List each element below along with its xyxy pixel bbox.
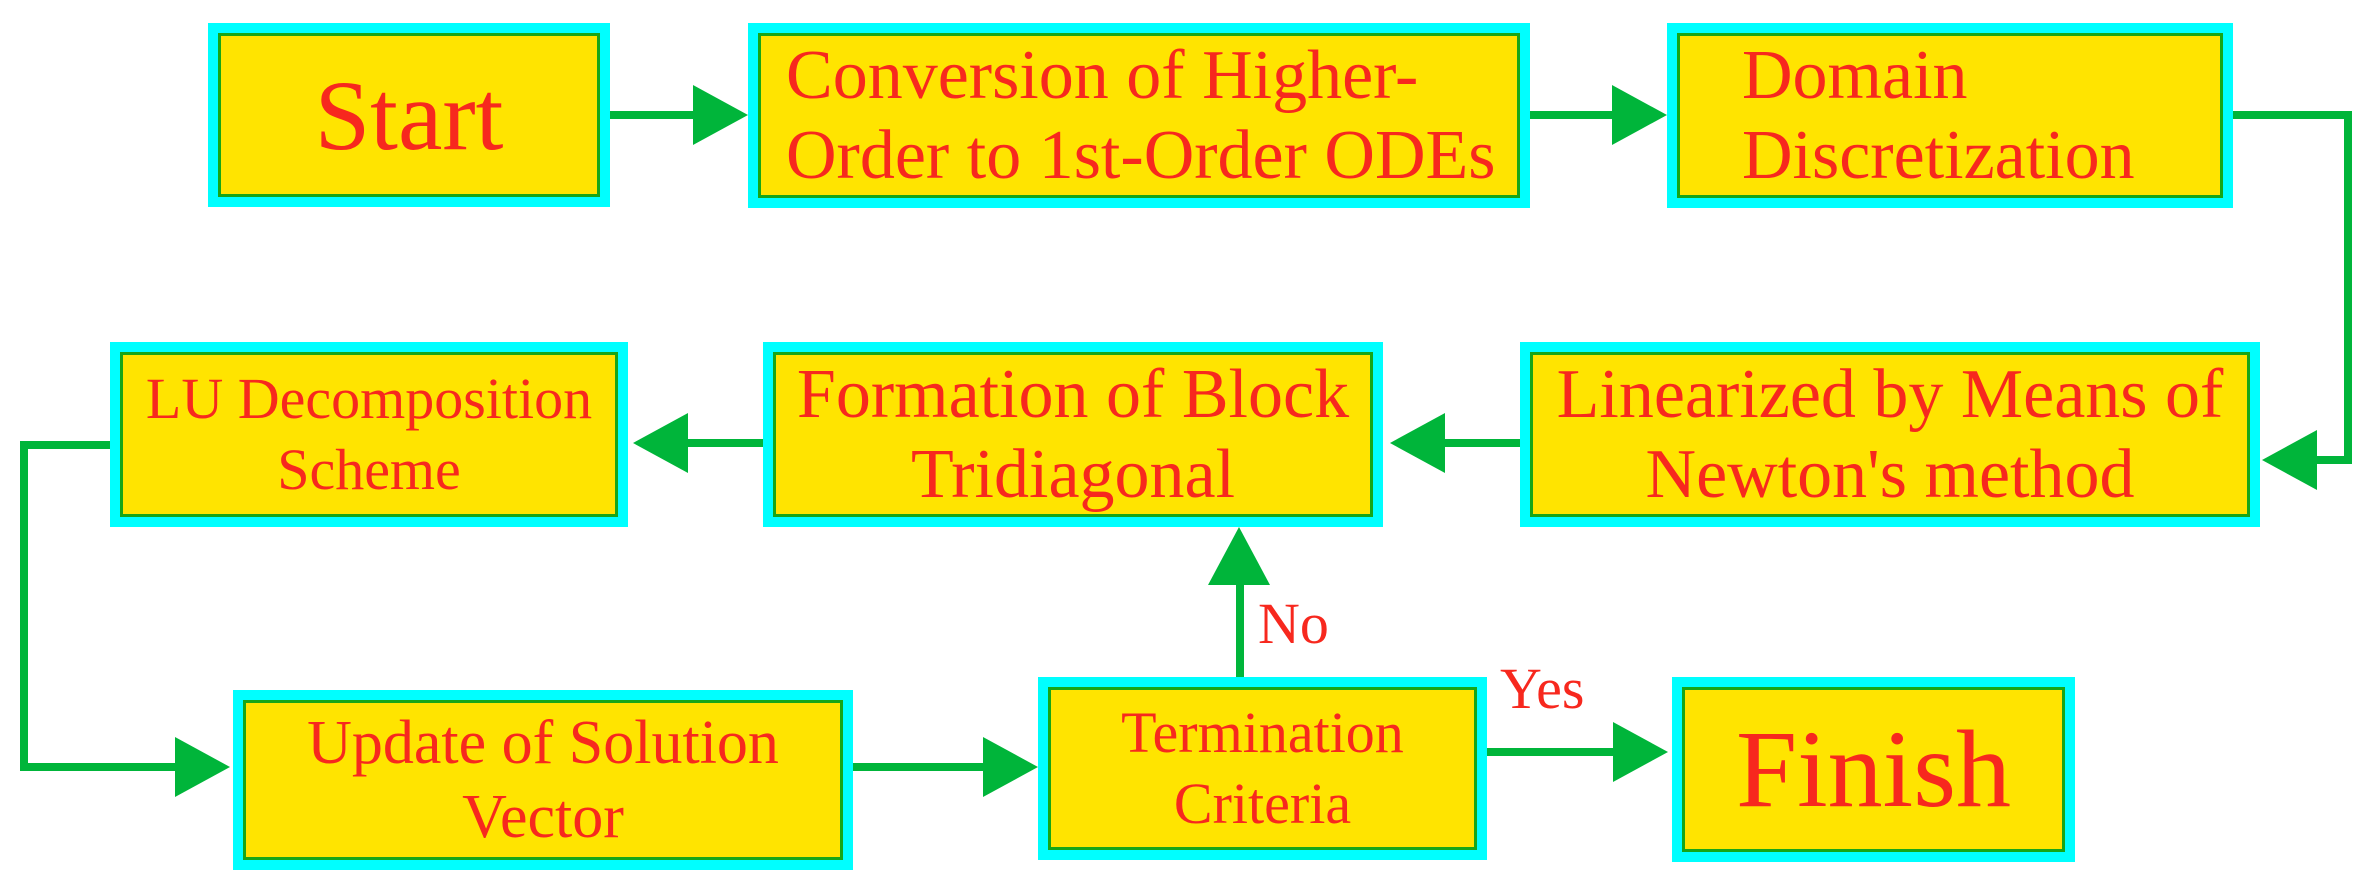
- node-label: Termination: [1121, 699, 1404, 765]
- node-label: Tridiagonal: [910, 435, 1236, 513]
- arrow-domain-linearized-segment-3: [2317, 456, 2352, 464]
- flow-node-start: Start: [208, 23, 610, 207]
- node-label: Linearized by Means of: [1556, 356, 2224, 434]
- arrow-linearized-formation-line: [1445, 439, 1520, 447]
- node-label: Start: [314, 59, 504, 171]
- arrow-termination-formation-head: [1208, 527, 1270, 585]
- arrow-update-termination-head: [983, 737, 1038, 797]
- node-label: Criteria: [1173, 770, 1352, 836]
- arrow-domain-linearized-head: [2262, 430, 2317, 490]
- node-label: Discretization: [1742, 116, 2135, 194]
- node-label: Conversion of Higher-: [786, 37, 1419, 115]
- edge-label-no: No: [1258, 591, 1329, 656]
- arrow-termination-finish-line: [1487, 748, 1613, 756]
- arrow-formation-lu-line: [688, 439, 763, 447]
- node-label: Newton's method: [1645, 435, 2135, 513]
- flow-node-update-vector: Update of Solution Vector: [233, 690, 853, 870]
- arrow-start-conversion-line: [610, 111, 695, 119]
- arrow-domain-linearized-segment-1: [2233, 111, 2352, 119]
- arrow-lu-update-segment-2: [20, 441, 28, 771]
- flow-node-formation: Formation of Block Tridiagonal: [763, 342, 1383, 527]
- node-label: Finish: [1735, 707, 2012, 830]
- flow-node-domain-discretization: Domain Discretization: [1667, 23, 2233, 208]
- node-label: Order to 1st-Order ODEs: [786, 116, 1496, 194]
- node-label: Domain: [1742, 37, 1968, 115]
- flow-node-lu-decomposition: LU Decomposition Scheme: [110, 342, 628, 527]
- node-label: Update of Solution: [307, 708, 779, 777]
- arrow-lu-update-head: [175, 737, 230, 797]
- arrow-linearized-formation-head: [1390, 413, 1445, 473]
- node-label: Scheme: [277, 436, 461, 502]
- arrow-update-termination-line: [853, 763, 983, 771]
- flow-node-termination: Termination Criteria: [1038, 677, 1487, 860]
- arrow-conversion-domain-line: [1530, 111, 1615, 119]
- arrow-lu-update-segment-3: [20, 763, 175, 771]
- flow-node-linearized: Linearized by Means of Newton's method: [1520, 342, 2260, 527]
- node-label: Formation of Block: [796, 356, 1350, 434]
- arrow-termination-finish-head: [1613, 722, 1668, 782]
- arrow-formation-lu-head: [633, 413, 688, 473]
- arrow-lu-update-segment-1: [20, 441, 110, 449]
- arrow-start-conversion-head: [693, 85, 748, 145]
- node-label: Vector: [462, 783, 624, 851]
- arrow-domain-linearized-segment-2: [2344, 111, 2352, 460]
- arrow-conversion-domain-head: [1612, 85, 1667, 145]
- node-label: LU Decomposition: [145, 365, 593, 431]
- flow-node-finish: Finish: [1672, 677, 2075, 862]
- flow-node-conversion: Conversion of Higher- Order to 1st-Order…: [748, 23, 1530, 208]
- arrow-termination-formation-line: [1236, 585, 1244, 677]
- edge-label-yes: Yes: [1500, 656, 1585, 721]
